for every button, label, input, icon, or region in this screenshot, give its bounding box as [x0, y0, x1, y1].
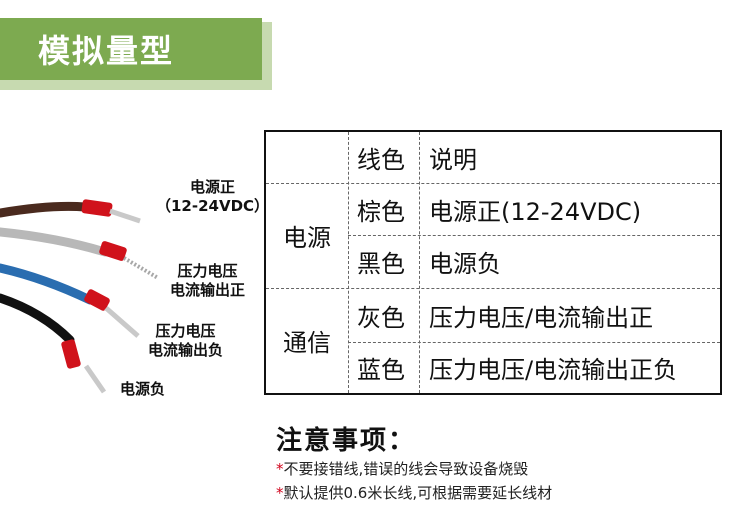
- table-divider: [266, 183, 720, 184]
- gray-wire-ferrule: [99, 241, 127, 261]
- brown-wire-pin: [109, 208, 141, 224]
- notes-title: 注意事项：: [276, 426, 417, 456]
- blue-wire-pin: [104, 306, 140, 338]
- table-divider: [348, 132, 349, 393]
- table-row-desc: 电源正(12-24VDC): [429, 197, 642, 226]
- table-row-color: 棕色: [357, 197, 405, 226]
- table-divider: [348, 235, 720, 236]
- section-header: 模拟量型: [0, 18, 262, 80]
- table-row-desc: 压力电压/电流输出正负: [429, 356, 678, 384]
- cable-illustration: [0, 199, 160, 394]
- table-row-desc: 压力电压/电流输出正: [429, 303, 654, 332]
- black-wire-ferrule: [61, 339, 81, 369]
- table-row-color: 灰色: [357, 303, 405, 332]
- table-group-comm: 通信: [283, 329, 331, 357]
- black-wire: [0, 293, 107, 394]
- note-star: *: [276, 460, 284, 478]
- wire-spec-table: 线色 说明 电源 通信 棕色 电源正(12-24VDC) 黑色 电源负 灰色 压…: [264, 130, 722, 395]
- wire-label-output-negative: 压力电压 电流输出负: [148, 322, 224, 359]
- table-row-color: 黑色: [357, 250, 405, 278]
- blue-wire: [0, 263, 140, 338]
- black-wire-pin: [83, 364, 107, 394]
- table-header-desc: 说明: [429, 146, 477, 174]
- table-row-desc: 电源负: [429, 250, 501, 278]
- note-star: *: [276, 484, 284, 502]
- note-text: 不要接错线,错误的线会导致设备烧毁: [283, 460, 529, 478]
- table-divider: [348, 342, 720, 343]
- wire-label-power-negative: 电源负: [120, 380, 166, 398]
- note-item: *不要接错线,错误的线会导致设备烧毁: [276, 458, 528, 479]
- table-divider: [266, 288, 720, 289]
- note-text: 默认提供0.6米长线,可根据需要延长线材: [283, 484, 553, 502]
- gray-wire: [0, 227, 160, 280]
- table-header-color: 线色: [357, 146, 405, 174]
- brown-wire: [0, 199, 141, 224]
- wire-label-output-positive: 压力电压 电流输出正: [170, 262, 246, 299]
- table-divider: [419, 132, 420, 393]
- blue-wire-ferrule: [84, 289, 110, 311]
- brown-wire-ferrule: [81, 199, 113, 217]
- gray-wire-pin: [122, 256, 160, 280]
- table-group-power: 电源: [283, 224, 331, 252]
- wire-label-power-positive: 电源正 （12-24VDC）: [156, 178, 270, 215]
- note-item: *默认提供0.6米长线,可根据需要延长线材: [276, 482, 552, 503]
- table-row-color: 蓝色: [357, 356, 405, 384]
- section-title: 模拟量型: [38, 32, 175, 70]
